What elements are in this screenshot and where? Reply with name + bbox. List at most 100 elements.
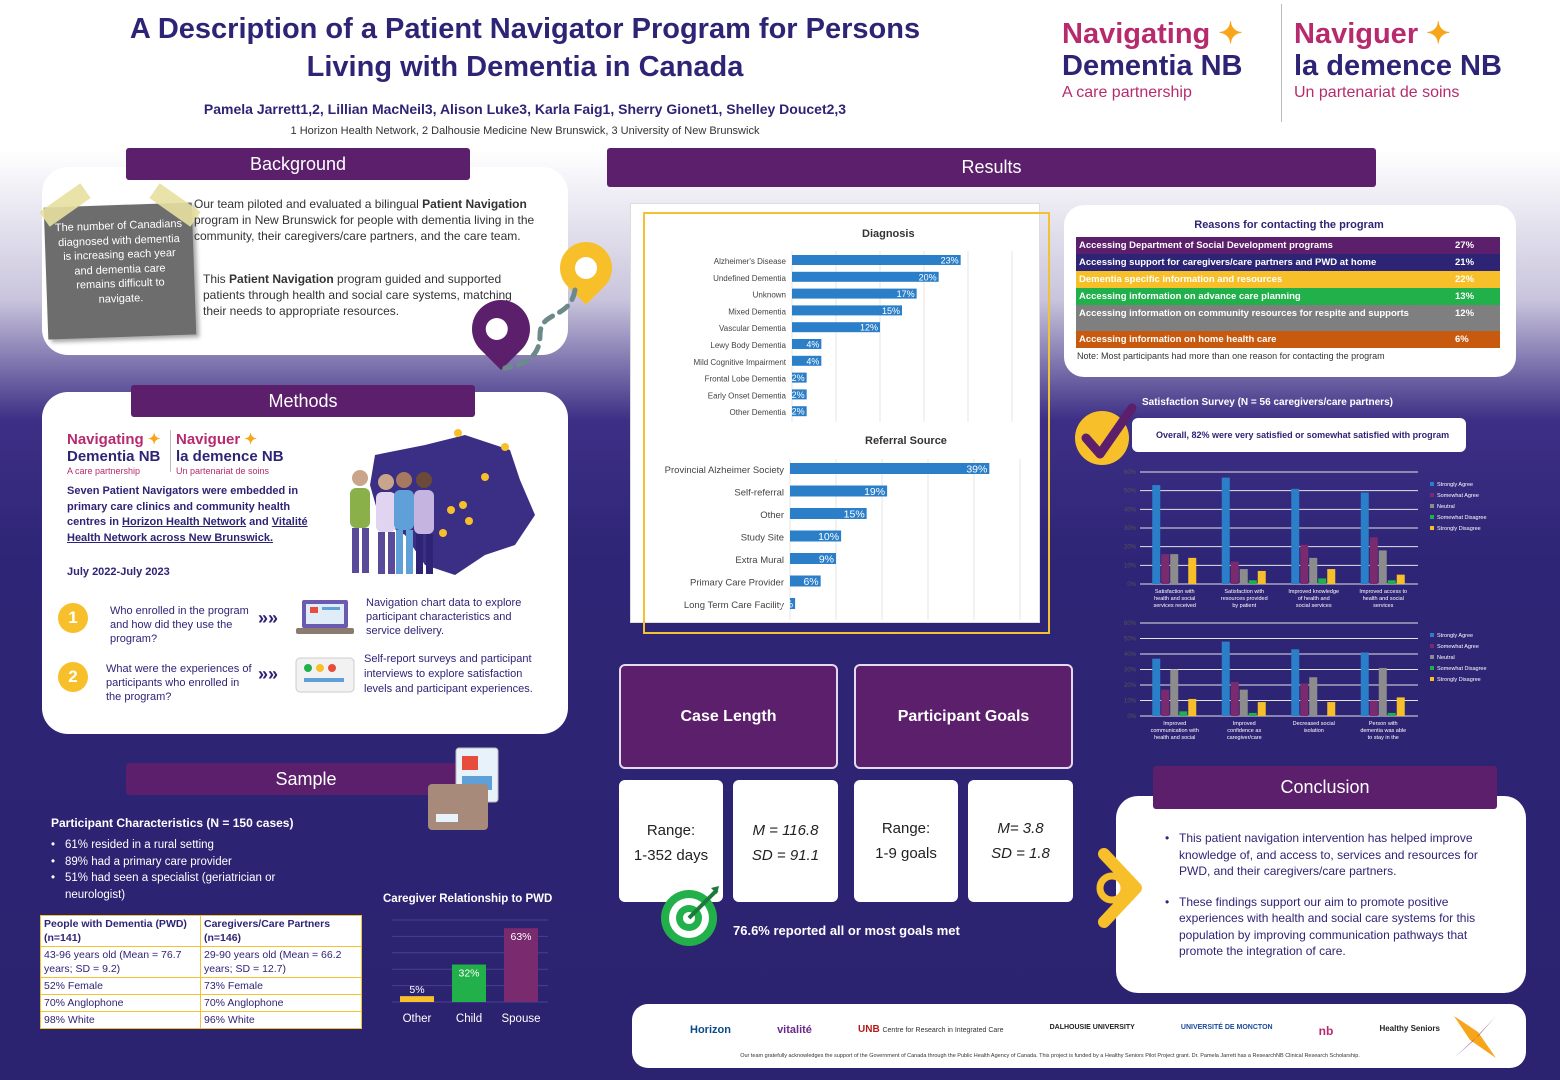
y-tick-label: 50% (1124, 637, 1137, 643)
table-row: People with Dementia (PWD) (n=141) Careg… (40, 915, 362, 947)
data-label: 9% (819, 554, 834, 566)
bar (1221, 477, 1230, 584)
table-cell: 70% Anglophone (40, 994, 201, 1012)
arrow-right-icon (1096, 848, 1142, 928)
bar (1230, 681, 1239, 716)
satisfaction-title: Satisfaction Survey (N = 56 caregivers/c… (1142, 397, 1393, 408)
category-label: of health and (1298, 596, 1330, 602)
bar (1360, 652, 1369, 716)
bar (790, 598, 796, 609)
y-tick-label: 50% (1124, 489, 1137, 495)
table-cell: 98% White (40, 1011, 201, 1029)
bar (790, 553, 836, 564)
bar (1239, 569, 1248, 584)
data-label: 2% (792, 373, 805, 383)
table-cell: 43-96 years old (Mean = 76.7 years; SD =… (40, 946, 201, 978)
category-label: caregiver/care (1227, 735, 1262, 741)
bar (1248, 580, 1257, 584)
acknowledgement: Our team gratefully acknowledges the sup… (740, 1053, 1360, 1059)
reason-value: 12% (1455, 308, 1475, 319)
bar (504, 928, 538, 1002)
category-label: Lewy Body Dementia (710, 341, 786, 350)
y-tick-label: 10% (1124, 563, 1137, 569)
y-tick-label: 0% (1127, 714, 1136, 720)
category-label: services (1373, 603, 1393, 609)
case-length-range: Range:1-352 days (619, 780, 723, 902)
methods-dates: July 2022-July 2023 (67, 566, 170, 578)
bar (1257, 570, 1266, 584)
bar (1291, 649, 1300, 716)
bar (1170, 554, 1179, 584)
data-label: 23% (941, 256, 959, 266)
legend-swatch (1430, 493, 1434, 497)
reason-label: Accessing information on advance care pl… (1079, 291, 1301, 302)
reason-row: Accessing Department of Social Developme… (1076, 237, 1500, 254)
bar (790, 463, 990, 474)
moncton-logo: UNIVERSITÉ DE MONCTON (1180, 1024, 1273, 1031)
data-label: 15% (882, 306, 900, 316)
background-paragraph-1: Our team piloted and evaluated a bilingu… (194, 197, 535, 243)
conclusion-list: This patient navigation intervention has… (1165, 830, 1505, 974)
category-label: Alzheimer's Disease (714, 257, 787, 266)
goals-range: Range:1-9 goals (854, 780, 958, 902)
bar (792, 406, 807, 417)
legend-label: Somewhat Agree (1437, 493, 1479, 499)
background-heading: Background (126, 148, 470, 180)
reasons-card (1064, 205, 1516, 377)
bar (792, 305, 902, 316)
category-label: Improved (1233, 721, 1256, 727)
bar (1152, 485, 1161, 584)
category-label: Satisfaction with (1155, 589, 1195, 595)
y-tick-label: 60% (1124, 470, 1137, 476)
category-label: communication with (1151, 728, 1199, 734)
participant-table: People with Dementia (PWD) (n=141) Careg… (40, 915, 362, 1029)
reason-value: 13% (1455, 291, 1475, 302)
footer-card (632, 1004, 1526, 1068)
bar (1327, 702, 1336, 716)
category-label: resources provided (1221, 596, 1268, 602)
compass-icon: ✦ (1218, 18, 1243, 50)
data-label: 5% (409, 984, 424, 996)
step-number: 1 (58, 603, 88, 633)
bar (1396, 697, 1405, 716)
bar (1378, 550, 1387, 584)
category-label: confidence as (1227, 728, 1261, 734)
reason-row: Dementia specific information and resour… (1076, 271, 1500, 288)
bar (1221, 641, 1230, 716)
vitalite-logo: vitalité (777, 1024, 812, 1036)
data-label: 39% (966, 464, 987, 476)
bar (1300, 683, 1309, 716)
category-label: health and social (1154, 596, 1195, 602)
logo-divider (1281, 4, 1282, 122)
affiliations: 1 Horizon Health Network, 2 Dalhousie Me… (290, 125, 760, 137)
bar (790, 530, 842, 542)
category-label: Satisfaction with (1224, 589, 1264, 595)
reason-row: Accessing information on advance care pl… (1076, 288, 1500, 305)
data-label: 10% (818, 531, 839, 543)
reason-row: Accessing support for caregivers/care pa… (1076, 254, 1500, 271)
logo-french: Naviguer ✦ la demence NB Un partenariat … (1294, 18, 1502, 101)
bar (792, 339, 822, 349)
reason-value: 27% (1455, 240, 1475, 251)
list-item: This patient navigation intervention has… (1165, 830, 1505, 880)
reasons-title: Reasons for contacting the program (1194, 219, 1384, 231)
methods-logo-divider (170, 430, 171, 472)
category-label: Child (456, 1013, 482, 1025)
chart-title: Referral Source (865, 435, 947, 447)
bar (1257, 702, 1266, 716)
reason-row: Accessing information on home health car… (1076, 331, 1500, 348)
bar (1396, 574, 1405, 584)
bar (792, 355, 822, 366)
y-tick-label: 0% (1127, 582, 1136, 588)
bar (1152, 658, 1161, 716)
folder-documents-icon (428, 747, 499, 830)
y-tick-label: 10% (1124, 699, 1137, 705)
question-1: Who enrolled in the program and how did … (110, 605, 249, 645)
satisfaction-chart-2: 0%10%20%30%40%50%60%Improvedcommunicatio… (1124, 621, 1487, 741)
category-label: Improved (1163, 721, 1186, 727)
table-cell: 73% Female (200, 977, 362, 995)
reason-row: Accessing information on community resou… (1076, 305, 1500, 331)
bar (1387, 580, 1396, 584)
